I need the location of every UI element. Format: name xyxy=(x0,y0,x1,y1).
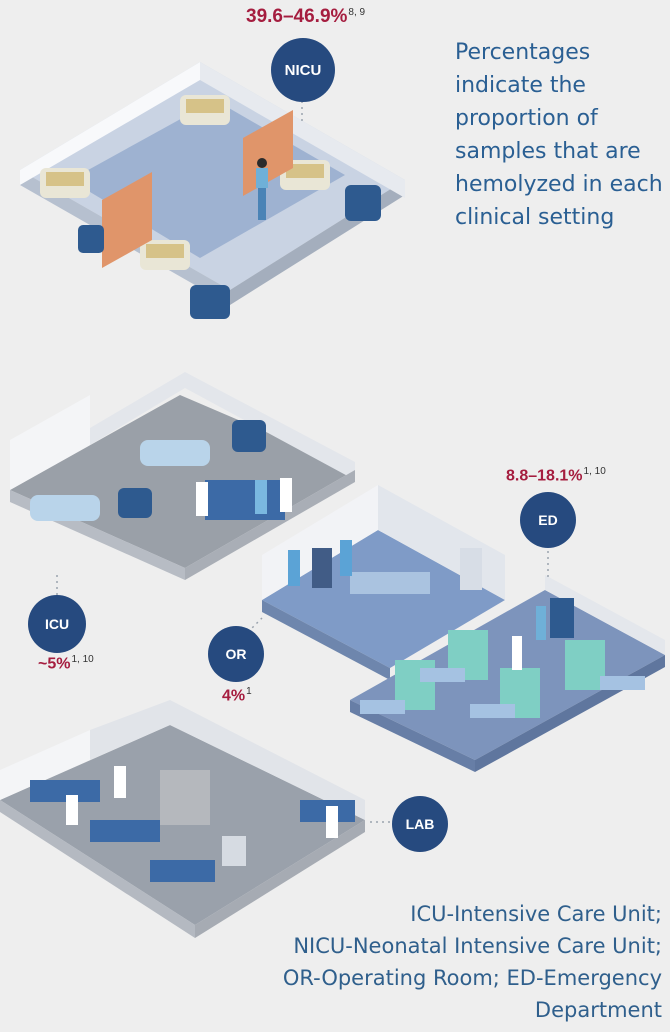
legend-line: NICU-Neonatal Intensive Care Unit; xyxy=(293,934,662,958)
icu-room xyxy=(10,372,355,580)
ed-percentage: 8.8–18.1%1, 10 xyxy=(506,466,606,485)
or-room xyxy=(262,485,505,680)
icu-percentage-value: ~5% xyxy=(38,655,71,673)
ed-badge: ED xyxy=(520,492,576,548)
legend-line: OR-Operating Room; ED-Emergency xyxy=(282,966,662,990)
ed-room xyxy=(350,575,665,772)
nicu-percentage-value: 39.6–46.9% xyxy=(246,6,348,27)
ed-references: 1, 10 xyxy=(583,466,606,477)
lab-badge: LAB xyxy=(392,796,448,852)
or-references: 1 xyxy=(246,686,252,697)
legend-line: ICU-Intensive Care Unit; xyxy=(410,902,662,926)
icu-badge: ICU xyxy=(28,595,86,653)
icu-percentage: ~5%1, 10 xyxy=(38,654,94,673)
or-badge: OR xyxy=(208,626,264,682)
legend-line: Department xyxy=(534,998,662,1022)
nicu-percentage: 39.6–46.9%8, 9 xyxy=(246,6,365,28)
nicu-room xyxy=(20,62,405,319)
nicu-references: 8, 9 xyxy=(348,6,366,18)
percentage-note: Percentages indicate the proportion of s… xyxy=(455,40,663,230)
nicu-badge: NICU xyxy=(271,38,335,102)
icu-references: 1, 10 xyxy=(71,654,94,665)
lab-room xyxy=(0,700,365,938)
ed-percentage-value: 8.8–18.1% xyxy=(506,467,583,485)
abbreviation-legend: ICU-Intensive Care Unit; NICU-Neonatal I… xyxy=(202,898,662,1026)
or-percentage: 4%1 xyxy=(222,686,252,705)
or-percentage-value: 4% xyxy=(222,687,246,705)
